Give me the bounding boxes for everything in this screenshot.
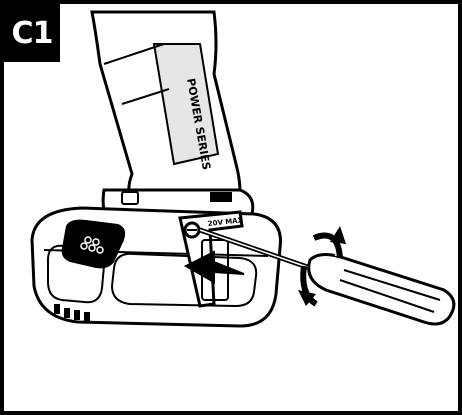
drill-grip-panel xyxy=(152,43,220,166)
battery-branding: 20V MAX xyxy=(207,216,244,228)
drill-battery-illustration: POWER SERIES 20V MAX xyxy=(30,10,456,328)
battery-bottom-ridges xyxy=(54,304,90,322)
screwdriver-handle xyxy=(307,253,456,326)
battery-side-panel xyxy=(110,252,258,308)
insert-arrow xyxy=(183,250,245,284)
button-grip-pattern xyxy=(80,236,104,254)
rotation-arrow-icon xyxy=(298,226,346,307)
step-badge: C1 xyxy=(4,4,60,62)
